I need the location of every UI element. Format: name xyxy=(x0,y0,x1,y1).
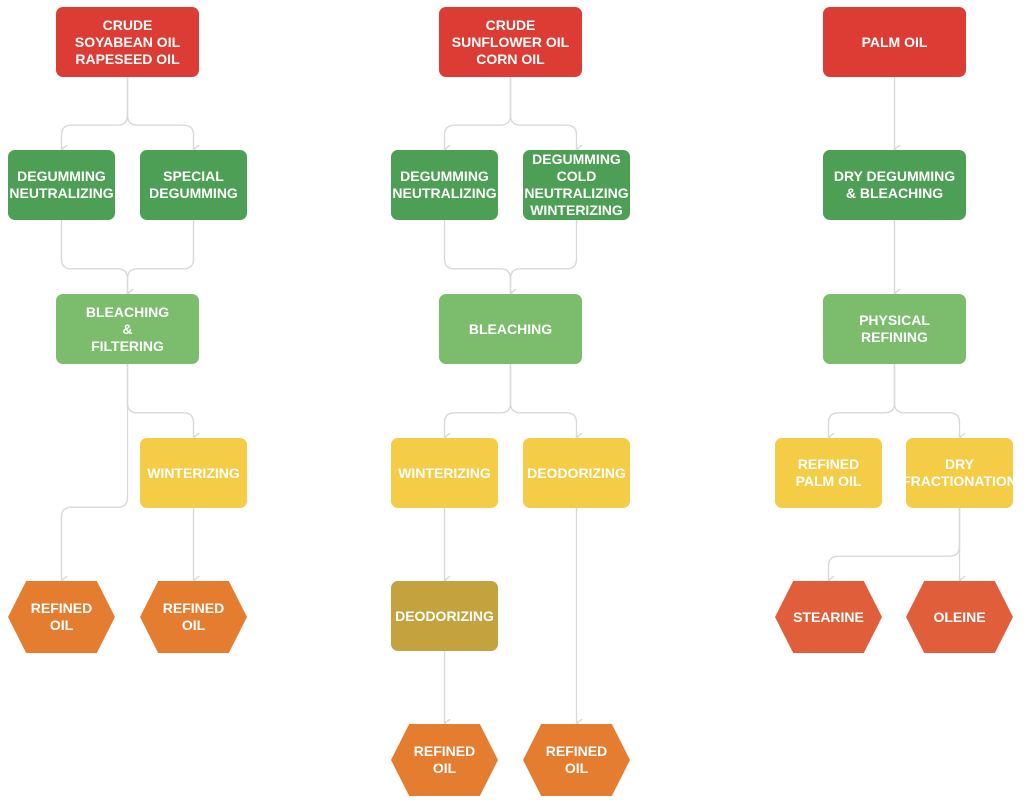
bleaching-node: BLEACHING xyxy=(439,294,582,364)
stearine-node: STEARINE xyxy=(775,581,882,653)
special-degumming-node: SPECIAL DEGUMMING xyxy=(140,150,247,220)
connector-arrow xyxy=(128,220,195,293)
connector-arrow xyxy=(62,77,129,149)
connector-arrow xyxy=(126,77,194,149)
winterizing-node: WINTERIZING xyxy=(391,438,498,508)
connector-arrow xyxy=(829,508,961,580)
connector-arrow xyxy=(126,364,194,437)
connector-arrow xyxy=(60,220,128,293)
refined-oil-node: REFINED OIL xyxy=(140,581,247,653)
refined-oil-node: REFINED OIL xyxy=(523,724,630,796)
deodorizing-node: DEODORIZING xyxy=(391,581,498,651)
refined-oil-node: REFINED OIL xyxy=(8,581,115,653)
dry-fractionation-node: DRY FRACTIONATION xyxy=(906,438,1013,508)
refined-oil-node: REFINED OIL xyxy=(391,724,498,796)
degumming-neutralizing-node: DEGUMMING NEUTRALIZING xyxy=(8,150,115,220)
dry-degumming-bleaching-node: DRY DEGUMMING & BLEACHING xyxy=(823,150,966,220)
connector-arrow xyxy=(445,364,512,437)
crude-sunflower-corn-oil-node: CRUDE SUNFLOWER OIL CORN OIL xyxy=(439,7,582,77)
connector-arrow xyxy=(509,364,577,437)
deodorizing-node: DEODORIZING xyxy=(523,438,630,508)
connector-arrow xyxy=(443,220,511,293)
winterizing-node: WINTERIZING xyxy=(140,438,247,508)
connector-arrow xyxy=(829,364,896,437)
palm-oil-node: PALM OIL xyxy=(823,7,966,77)
connector-arrow xyxy=(445,77,512,149)
oleine-node: OLEINE xyxy=(906,581,1013,653)
degumming-neutralizing-node: DEGUMMING NEUTRALIZING xyxy=(391,150,498,220)
bleaching-filtering-node: BLEACHING & FILTERING xyxy=(56,294,199,364)
connector-arrow xyxy=(893,364,960,437)
degumming-cold-neutralizing-winterizing-node: DEGUMMING COLD NEUTRALIZING WINTERIZING xyxy=(523,150,630,220)
crude-soyabean-rapeseed-oil-node: CRUDE SOYABEAN OIL RAPESEED OIL xyxy=(56,7,199,77)
physical-refining-node: PHYSICAL REFINING xyxy=(823,294,966,364)
refined-palm-oil-node: REFINED PALM OIL xyxy=(775,438,882,508)
connector-arrow xyxy=(62,364,129,580)
connector-arrow xyxy=(509,77,577,149)
connector-arrow xyxy=(511,220,578,293)
